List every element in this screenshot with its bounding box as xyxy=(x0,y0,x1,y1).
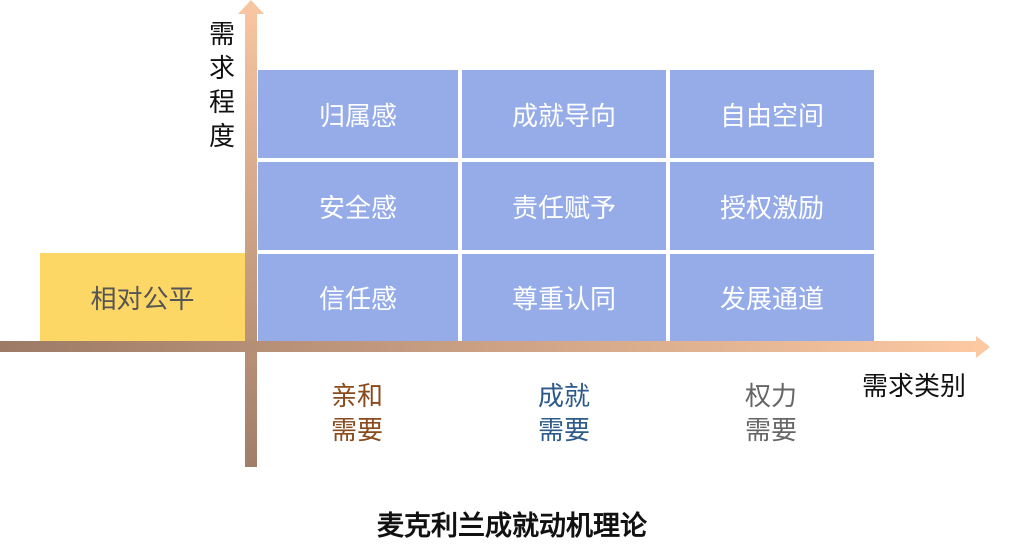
category-line: 权力 xyxy=(744,382,797,412)
grid-cell: 发展通道 xyxy=(670,254,874,341)
x-axis-arrow-icon xyxy=(976,336,990,358)
category-line: 亲和 xyxy=(330,382,383,412)
category-line: 成就 xyxy=(537,382,590,412)
grid-cell: 责任赋予 xyxy=(462,162,666,250)
category-power: 权力 需要 xyxy=(711,380,831,448)
x-axis xyxy=(0,341,978,352)
y-axis xyxy=(245,12,257,467)
y-axis-label: 需求程度 xyxy=(208,20,235,152)
grid-cell: 安全感 xyxy=(258,162,458,250)
category-line: 需要 xyxy=(330,416,383,446)
grid-cell: 归属感 xyxy=(258,70,458,158)
grid-cell: 尊重认同 xyxy=(462,254,666,341)
x-axis-label: 需求类别 xyxy=(862,372,967,402)
grid-cell: 信任感 xyxy=(258,254,458,341)
category-line: 需要 xyxy=(537,416,590,446)
grid-cell: 授权激励 xyxy=(670,162,874,250)
category-line: 需要 xyxy=(744,416,797,446)
baseline-box: 相对公平 xyxy=(40,253,245,341)
diagram-title: 麦克利兰成就动机理论 xyxy=(377,511,647,542)
category-achievement: 成就 需要 xyxy=(504,380,624,448)
category-affiliation: 亲和 需要 xyxy=(297,380,417,448)
grid-cell: 自由空间 xyxy=(670,70,874,158)
grid-cell: 成就导向 xyxy=(462,70,666,158)
y-axis-arrow-icon xyxy=(238,0,264,14)
